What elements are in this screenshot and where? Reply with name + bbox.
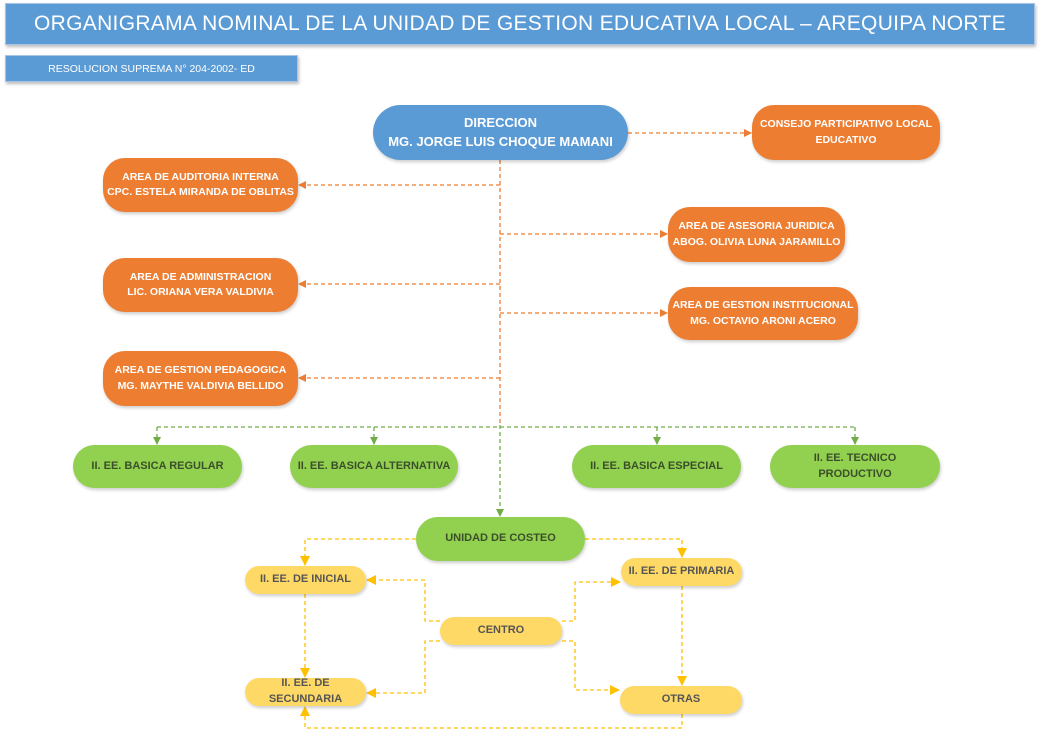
- node-title: II. EE. BASICA ESPECIAL: [590, 459, 723, 472]
- node-title: CENTRO: [477, 624, 525, 637]
- resolution-label: RESOLUCION SUPREMA N° 204-2002- ED: [5, 55, 298, 82]
- node-person: MG. JORGE LUIS CHOQUE MAMANI: [388, 133, 613, 149]
- node-auditoria: AREA DE AUDITORIA INTERNA CPC. ESTELA MI…: [103, 158, 298, 212]
- node-basica-regular: II. EE. BASICA REGULAR: [73, 445, 242, 488]
- node-title-2: PRODUCTIVO: [818, 467, 892, 480]
- node-person: MG. MAYTHE VALDIVIA BELLIDO: [117, 379, 284, 392]
- node-gestion-pedagogica: AREA DE GESTION PEDAGOGICA MG. MAYTHE VA…: [103, 351, 298, 406]
- node-title-2: EDUCATIVO: [815, 133, 877, 146]
- node-title: AREA DE GESTION INSTITUCIONAL: [672, 299, 854, 312]
- node-gestion-institucional: AREA DE GESTION INSTITUCIONAL MG. OCTAVI…: [668, 287, 858, 340]
- node-unidad-costeo: UNIDAD DE COSTEO: [416, 517, 585, 561]
- node-centro: CENTRO: [440, 617, 562, 645]
- node-title: II. EE. DE SECUNDARIA: [268, 677, 343, 705]
- node-title: OTRAS: [661, 693, 701, 706]
- node-otras: OTRAS: [620, 686, 742, 714]
- node-person: CPC. ESTELA MIRANDA DE OBLITAS: [107, 186, 294, 198]
- node-title: II. EE. BASICA ALTERNATIVA: [297, 459, 451, 472]
- node-person: ABOG. OLIVIA LUNA JARAMILLO: [672, 235, 841, 248]
- node-inicial: II. EE. DE INICIAL: [245, 566, 366, 594]
- page-title: ORGANIGRAMA NOMINAL DE LA UNIDAD DE GEST…: [5, 3, 1035, 45]
- node-asesoria: AREA DE ASESORIA JURIDICA ABOG. OLIVIA L…: [668, 207, 845, 262]
- node-title: AREA DE ADMINISTRACION: [129, 270, 272, 283]
- node-person: LIC. ORIANA VERA VALDIVIA: [127, 286, 274, 298]
- node-title: DIRECCION: [464, 114, 537, 130]
- node-title: II. EE. DE PRIMARIA: [628, 565, 735, 578]
- node-title: AREA DE AUDITORIA INTERNA: [122, 170, 279, 183]
- node-title: II. EE. DE INICIAL: [259, 573, 352, 586]
- node-title: II. EE. TECNICO: [813, 451, 897, 464]
- node-basica-alternativa: II. EE. BASICA ALTERNATIVA: [290, 445, 458, 488]
- node-title: AREA DE GESTION PEDAGOGICA: [114, 364, 287, 377]
- node-secundaria: II. EE. DE SECUNDARIA: [245, 677, 366, 706]
- node-primaria: II. EE. DE PRIMARIA: [621, 558, 742, 586]
- node-title: CONSEJO PARTICIPATIVO LOCAL: [759, 118, 933, 131]
- node-title: II. EE. BASICA REGULAR: [91, 459, 224, 472]
- node-tecnico-productivo: II. EE. TECNICO PRODUCTIVO: [770, 445, 940, 488]
- node-title: UNIDAD DE COSTEO: [445, 532, 556, 545]
- node-consejo: CONSEJO PARTICIPATIVO LOCAL EDUCATIVO: [752, 105, 940, 160]
- node-administracion: AREA DE ADMINISTRACION LIC. ORIANA VERA …: [103, 258, 298, 312]
- node-person: MG. OCTAVIO ARONI ACERO: [690, 314, 836, 327]
- node-basica-especial: II. EE. BASICA ESPECIAL: [572, 445, 741, 488]
- node-title: AREA DE ASESORIA JURIDICA: [678, 220, 835, 233]
- node-direccion: DIRECCION MG. JORGE LUIS CHOQUE MAMANI: [373, 105, 628, 160]
